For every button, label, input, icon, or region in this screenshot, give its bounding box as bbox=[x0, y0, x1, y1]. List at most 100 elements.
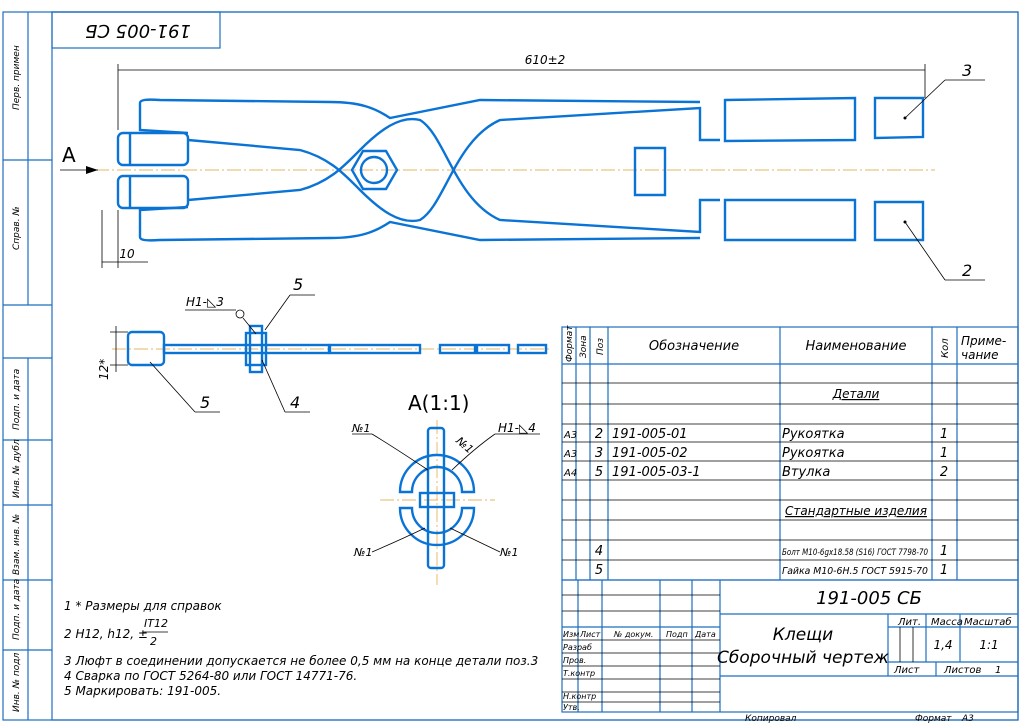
tb-mass: Масса bbox=[931, 617, 963, 628]
weld-symbol-1: H1-◺3 bbox=[186, 295, 224, 309]
note-1: 1 * Размеры для справок bbox=[64, 599, 222, 613]
section-a-view: A(1:1) №1 №1 H1-◺4 №1 №1 bbox=[351, 391, 540, 585]
row-designation: 191-005-01 bbox=[612, 427, 688, 442]
header-designation: Обозначение bbox=[649, 339, 739, 354]
note-3: 3 Люфт в соединении допускается не более… bbox=[64, 654, 538, 668]
callout-5-top: 5 bbox=[293, 275, 303, 294]
side-label-podp-data-1: Подп. и дата bbox=[12, 369, 22, 430]
spec-row: А3 3 191-005-02 Рукоятка 1 bbox=[563, 446, 948, 461]
tb-designation: 191-005 СБ bbox=[816, 588, 922, 609]
header-note-1: Приме- bbox=[961, 334, 1006, 348]
technical-notes: 1 * Размеры для справок 2 H12, h12, ± IT… bbox=[64, 599, 538, 698]
tb-mass-value: 1,4 bbox=[933, 638, 952, 652]
row-name: Рукоятка bbox=[782, 446, 845, 461]
side-label-inv-dubl: Инв. № дубл bbox=[12, 439, 22, 498]
tb-lit: Лит. bbox=[897, 617, 921, 628]
tb-title-2: Сборочный чертеж bbox=[717, 648, 890, 668]
section-label: A(1:1) bbox=[408, 391, 469, 415]
left-margin-strip: Перв. примен Справ. № Подп. и дата Инв. … bbox=[3, 12, 52, 720]
side-label-inv-podl: Инв. № подл bbox=[12, 653, 22, 712]
tb-scale-value: 1:1 bbox=[979, 638, 998, 652]
section-details: Детали bbox=[832, 387, 880, 401]
header-pos: Поз bbox=[596, 338, 606, 355]
side-label-sprav: Справ. № bbox=[12, 206, 22, 250]
section-standard: Стандартные изделия bbox=[785, 504, 927, 518]
tb-title-1: Клещи bbox=[773, 625, 833, 645]
overall-dimension: 610±2 bbox=[525, 53, 566, 67]
row-qty: 1 bbox=[940, 563, 948, 578]
dimension-10: 10 bbox=[119, 247, 135, 261]
callout-3: 3 bbox=[962, 61, 972, 80]
tb-col-date: Дата bbox=[694, 630, 716, 639]
tb-format-value: А3 bbox=[961, 714, 974, 724]
callout-2: 2 bbox=[962, 261, 972, 280]
note-2-fraction-top: IT12 bbox=[144, 617, 168, 630]
side-label-perv-primen: Перв. примен bbox=[12, 45, 22, 110]
note-2-prefix: 2 H12, h12, ± bbox=[64, 627, 148, 641]
row-pos: 3 bbox=[595, 446, 603, 461]
tb-sheets-value: 1 bbox=[995, 665, 1001, 676]
row-pos: 5 bbox=[595, 563, 603, 578]
header-format: Формат bbox=[565, 325, 575, 362]
row-qty: 2 bbox=[940, 465, 948, 480]
row-format: А3 bbox=[563, 449, 577, 460]
tb-format: Формат bbox=[915, 714, 952, 724]
tb-sheet: Лист bbox=[893, 665, 921, 676]
tb-row-utv: Утв. bbox=[563, 703, 580, 712]
note-4: 4 Сварка по ГОСТ 5264-80 или ГОСТ 14771-… bbox=[64, 669, 357, 683]
tb-row-razrab: Разраб bbox=[563, 643, 592, 652]
tb-sheets: Листов bbox=[943, 665, 981, 676]
row-qty: 1 bbox=[940, 427, 948, 442]
side-label-podp-data-2: Подп. и дата bbox=[12, 579, 22, 640]
tb-scale: Масштаб bbox=[964, 616, 1012, 628]
callout-4: 4 bbox=[290, 393, 300, 412]
row-qty: 1 bbox=[940, 446, 948, 461]
spec-row: 5 Гайка М10-6Н.5 ГОСТ 5915-70 1 bbox=[595, 563, 948, 578]
tb-col-sign: Подп bbox=[666, 630, 688, 639]
spec-row: А4 5 191-005-03-1 Втулка 2 bbox=[563, 465, 948, 480]
tb-row-nkontr: Н.контр bbox=[563, 692, 596, 701]
row-name: Рукоятка bbox=[782, 427, 845, 442]
row-designation: 191-005-02 bbox=[612, 446, 688, 461]
callout-5-bottom: 5 bbox=[200, 393, 210, 412]
side-label-vzam-inv: Взам. инв. № bbox=[12, 514, 22, 575]
row-designation: 191-005-03-1 bbox=[612, 465, 701, 480]
row-qty: 1 bbox=[940, 544, 948, 559]
row-pos: 4 bbox=[595, 544, 603, 559]
tb-col-doc: № докум. bbox=[613, 630, 653, 639]
num-label-1: №1 bbox=[351, 422, 370, 435]
spec-row: А3 2 191-005-01 Рукоятка 1 bbox=[563, 427, 948, 442]
title-block: 191-005 СБ Клещи Сборочный чертеж Лит. М… bbox=[561, 579, 1019, 724]
specification-table: Формат Зона Поз Обозначение Наименование… bbox=[561, 325, 1019, 581]
spec-row: 4 Болт М10-6gх18.58 (S16) ГОСТ 7798-70 1 bbox=[595, 544, 948, 559]
top-designation-text: 191-005 СБ bbox=[85, 20, 191, 41]
row-pos: 5 bbox=[595, 465, 603, 480]
view-label-a: A bbox=[62, 143, 76, 167]
tb-col-izm: Изм bbox=[563, 630, 579, 639]
num-label-3: №1 bbox=[353, 546, 372, 559]
row-name: Болт М10-6gх18.58 (S16) ГОСТ 7798-70 bbox=[782, 548, 928, 558]
row-name: Гайка М10-6Н.5 ГОСТ 5915-70 bbox=[782, 566, 928, 577]
header-zone: Зона bbox=[579, 335, 589, 358]
header-qty: Кол bbox=[940, 338, 951, 358]
row-format: А3 bbox=[563, 430, 577, 441]
top-designation-box bbox=[51, 11, 221, 49]
tb-col-list: Лист bbox=[579, 630, 601, 639]
row-pos: 2 bbox=[595, 427, 603, 442]
tb-copied: Копировал bbox=[745, 714, 797, 724]
num-label-2: №1 bbox=[453, 434, 476, 456]
num-label-4: №1 bbox=[499, 546, 518, 559]
dimension-12: 12* bbox=[97, 359, 111, 380]
header-name: Наименование bbox=[805, 339, 906, 354]
pliers-side-view: 12* H1-◺3 5 5 4 bbox=[97, 275, 550, 413]
tb-row-tkontr: Т.контр bbox=[563, 669, 595, 678]
weld-symbol-2: H1-◺4 bbox=[498, 421, 536, 435]
row-name: Втулка bbox=[782, 465, 830, 480]
tb-row-prov: Пров. bbox=[563, 656, 586, 665]
row-format: А4 bbox=[563, 468, 577, 479]
note-5: 5 Маркировать: 191-005. bbox=[64, 684, 221, 698]
note-2-fraction-bottom: 2 bbox=[150, 635, 157, 648]
pliers-main-view: 610±2 10 A 3 bbox=[60, 53, 985, 281]
header-note-2: чание bbox=[961, 348, 998, 362]
